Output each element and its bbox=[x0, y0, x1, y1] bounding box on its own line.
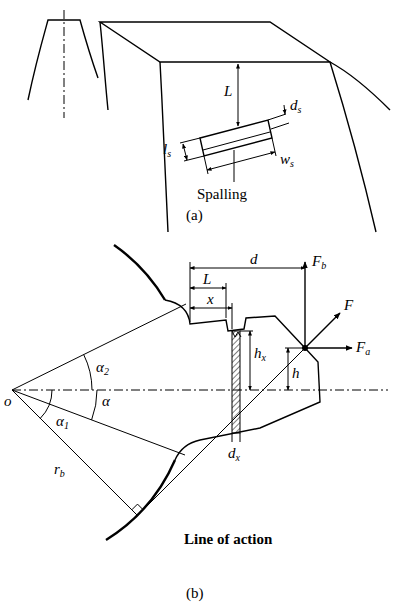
load-point bbox=[302, 345, 308, 351]
angle-label: α1 bbox=[56, 414, 69, 429]
extension-line bbox=[240, 331, 253, 332]
dimension-line bbox=[190, 268, 305, 269]
line-of-action bbox=[138, 348, 306, 516]
force-label: F bbox=[344, 298, 353, 313]
tooth-profile bbox=[165, 300, 320, 460]
tooth-flank bbox=[160, 62, 168, 232]
dimension-label: ws bbox=[280, 152, 294, 167]
force-label: Fb bbox=[312, 254, 326, 269]
radial-line bbox=[12, 304, 186, 390]
tooth-top-land bbox=[100, 22, 330, 62]
dimension-label: L bbox=[203, 272, 211, 287]
extension-line bbox=[180, 138, 204, 161]
angle-arc bbox=[84, 355, 92, 390]
gear-tooth-outline bbox=[330, 62, 390, 110]
dimension-line bbox=[288, 348, 289, 390]
right-angle-mark bbox=[132, 504, 143, 510]
dimension-line bbox=[238, 64, 239, 126]
dimension-label: dx bbox=[228, 446, 240, 461]
subfigure-label: (b) bbox=[186, 586, 204, 601]
extension-line bbox=[232, 433, 240, 442]
dimension-line bbox=[284, 105, 285, 114]
dimension-label: h bbox=[292, 366, 300, 381]
dimension-line bbox=[190, 308, 232, 309]
spalling-pit bbox=[200, 120, 272, 156]
extension-line bbox=[190, 262, 232, 329]
dimension-line bbox=[250, 331, 251, 390]
radial-line bbox=[12, 390, 185, 455]
dimension-label: ls bbox=[163, 142, 171, 157]
force-arrow bbox=[304, 262, 305, 348]
dimension-label: rb bbox=[54, 462, 65, 477]
angle-arc bbox=[92, 390, 97, 420]
subfigure-label: (a) bbox=[186, 208, 203, 223]
angle-arc bbox=[40, 390, 52, 418]
dimension-line bbox=[183, 144, 187, 160]
dimension-label: ds bbox=[290, 98, 301, 113]
angle-label: α bbox=[102, 394, 110, 409]
dimension-label: x bbox=[207, 292, 214, 307]
extension-line bbox=[204, 138, 276, 174]
point-label: o bbox=[4, 394, 12, 409]
dimension-label: hx bbox=[254, 346, 266, 361]
dimension-line bbox=[207, 152, 275, 170]
line-label: Line of action bbox=[184, 532, 272, 547]
gear-tooth-outline bbox=[28, 20, 98, 100]
dimension-label: L bbox=[224, 84, 232, 99]
tooth-flank bbox=[100, 22, 108, 110]
angle-label: α2 bbox=[96, 360, 109, 375]
base-circle bbox=[106, 245, 175, 540]
force-label: Fa bbox=[356, 340, 370, 355]
base-radius-line bbox=[12, 390, 138, 516]
spalling-depth-edge bbox=[203, 132, 270, 150]
center-line bbox=[64, 10, 65, 118]
dimension-line bbox=[190, 288, 226, 289]
part-label: Spalling bbox=[197, 187, 247, 202]
extension-line bbox=[268, 114, 289, 129]
tooth-flank bbox=[330, 62, 376, 232]
leader-line bbox=[234, 150, 235, 182]
force-arrow bbox=[305, 347, 352, 348]
force-arrow bbox=[305, 313, 340, 348]
dimension-label: d bbox=[250, 252, 258, 267]
axis-line bbox=[12, 390, 388, 391]
